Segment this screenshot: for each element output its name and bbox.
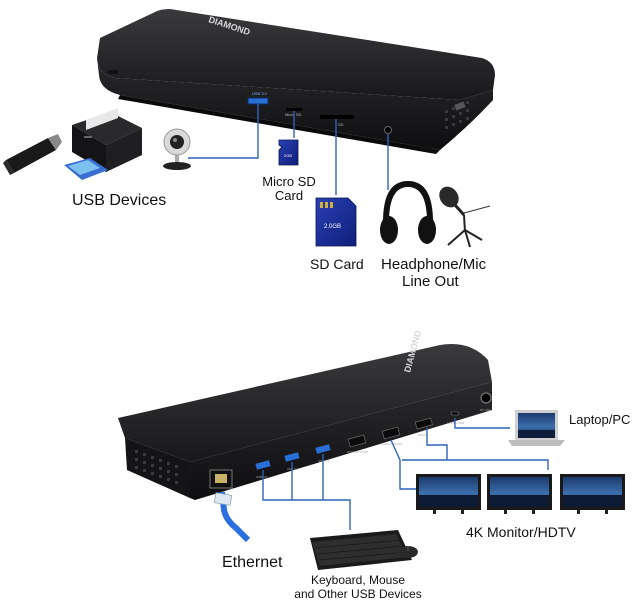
label-micro-sd-line2: Card — [274, 188, 304, 203]
usb-port-2 — [284, 452, 300, 462]
label-4k-monitor: 4K Monitor/HDTV — [466, 524, 576, 540]
svg-text:USB 3.0: USB 3.0 — [256, 475, 268, 479]
hdmi-port — [414, 417, 433, 430]
mouse-icon — [398, 546, 418, 558]
bottom-connectors — [262, 418, 549, 530]
label-laptop-pc: Laptop/PC — [569, 412, 631, 427]
label-headphone-mic: Headphone/Mic — [381, 256, 487, 273]
label-other-usb-devices: and Other USB Devices — [294, 587, 422, 601]
micro-sd-card-text: 2GB — [284, 153, 292, 158]
dock-top: DIAMOND USB 3.0 Micro SD SD — [97, 9, 495, 154]
keyboard-icon — [310, 530, 412, 570]
top-connectors — [188, 104, 389, 195]
monitor-2-icon — [487, 474, 552, 514]
label-ethernet: Ethernet — [222, 554, 283, 571]
micro-sd-slot — [286, 108, 302, 111]
svg-text:DISPLAY PORT: DISPLAY PORT — [381, 442, 403, 446]
label-sd-card: SD Card — [310, 256, 364, 272]
micro-sd-card-icon: 2GB — [278, 139, 299, 166]
laptop-icon — [508, 410, 565, 446]
displayport-1 — [347, 434, 367, 448]
sd-slot — [320, 115, 354, 119]
dc-in-port — [480, 392, 492, 404]
usb-flash-drive-icon — [3, 134, 62, 175]
printer-icon — [64, 108, 142, 180]
sd-card-text: 2.0GB — [324, 224, 341, 230]
monitor-1-icon — [416, 474, 481, 514]
label-usb-devices: USB Devices — [72, 192, 167, 209]
svg-text:USB 3.0: USB 3.0 — [287, 467, 299, 471]
displayport-2 — [381, 426, 401, 440]
svg-text:DISPLAY PORT: DISPLAY PORT — [347, 450, 369, 454]
svg-text:COMPUTER: COMPUTER — [447, 421, 465, 425]
label-keyboard-mouse: Keyboard, Mouse — [310, 573, 406, 587]
label-line-out: Line Out — [402, 273, 459, 290]
dock-bottom: DIAMOND USB 3.0 USB 3.0 USB 3.0 DISPLAY … — [118, 329, 492, 500]
usb-port-top — [247, 97, 269, 105]
webcam-icon — [163, 128, 191, 170]
headphones-icon — [380, 180, 436, 244]
svg-text:HDMI: HDMI — [418, 433, 426, 437]
label-micro-sd-line1: Micro SD — [262, 174, 316, 189]
ethernet-cable-icon — [213, 491, 251, 543]
sd-slot-label: SD — [338, 122, 344, 127]
microphone-icon — [439, 186, 491, 248]
usb-port-top-label: USB 3.0 — [252, 91, 268, 96]
usb-port-1 — [255, 460, 271, 470]
audio-jack — [384, 126, 392, 134]
micro-sd-slot-label: Micro SD — [285, 112, 302, 117]
sd-card-icon: 2.0GB — [315, 197, 357, 247]
svg-text:DC 20V: DC 20V — [480, 408, 491, 412]
svg-text:USB 3.0: USB 3.0 — [318, 459, 330, 463]
usb-port-3 — [315, 444, 331, 454]
usbc-port — [450, 411, 460, 416]
monitor-3-icon — [560, 474, 625, 514]
